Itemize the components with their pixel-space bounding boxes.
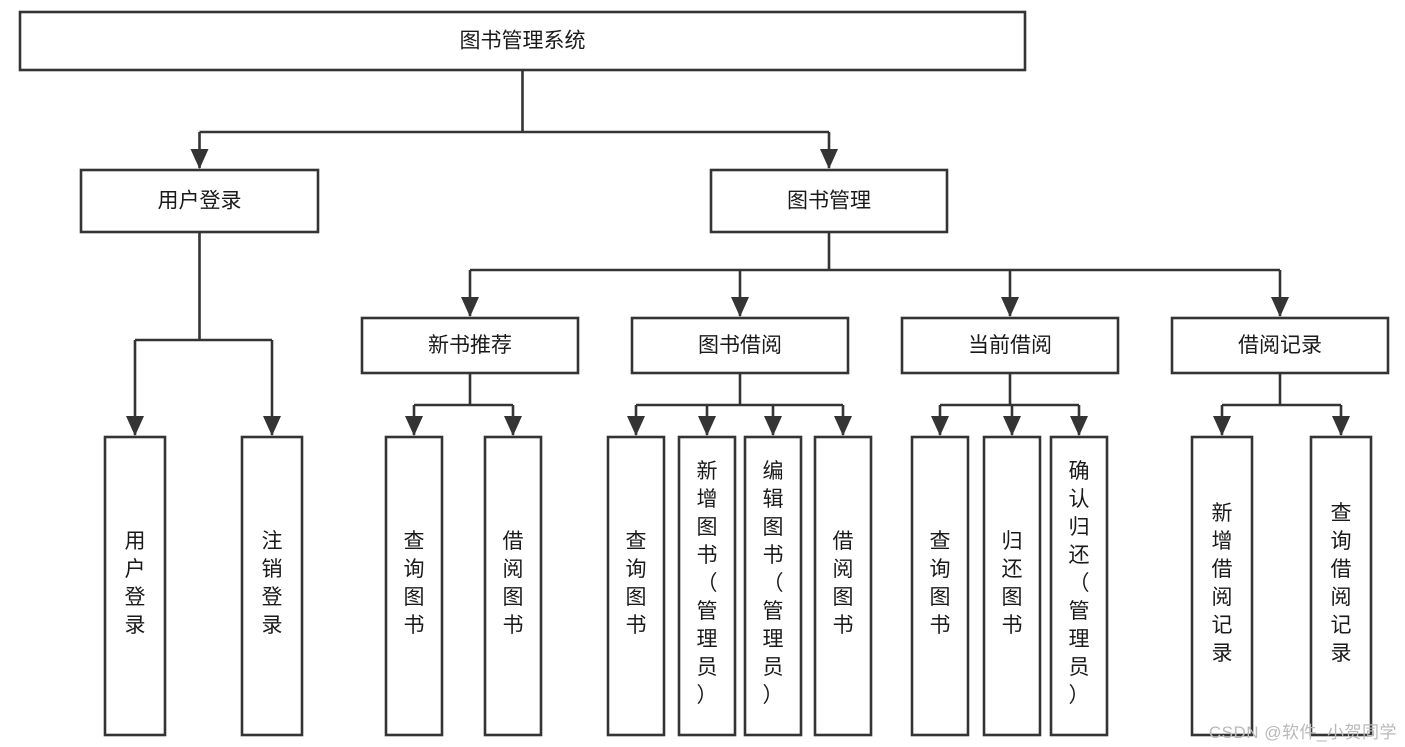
arrow-head-icon — [731, 297, 749, 317]
node-label: 借阅图书 — [833, 530, 854, 637]
node-box[interactable] — [103, 435, 167, 737]
node-box[interactable] — [743, 435, 803, 737]
node-box[interactable] — [910, 435, 970, 737]
arrow-head-icon — [764, 416, 782, 436]
node-leaf-0[interactable]: 用户登录 — [103, 435, 167, 737]
arrow-head-icon — [820, 149, 838, 169]
node-box[interactable] — [483, 435, 543, 737]
node-label: 用户登录 — [158, 190, 242, 213]
node-boxes: 图书管理系统用户登录图书管理新书推荐图书借阅当前借阅借阅记录用户登录注销登录查询… — [18, 10, 1390, 737]
node-label: 确认归还（管理员） — [1069, 460, 1090, 707]
node-level3-2[interactable]: 当前借阅 — [900, 316, 1120, 375]
node-leaf-2[interactable]: 查询图书 — [384, 435, 444, 737]
node-box[interactable] — [1049, 435, 1109, 737]
node-level3-1[interactable]: 图书借阅 — [630, 316, 850, 375]
node-box[interactable] — [240, 435, 304, 737]
node-leaf-8[interactable]: 查询图书 — [910, 435, 970, 737]
node-label: 查询借阅记录 — [1331, 502, 1352, 665]
arrow-head-icon — [263, 416, 281, 436]
arrow-head-icon — [1213, 416, 1231, 436]
node-label: 当前借阅 — [968, 334, 1052, 357]
node-box[interactable] — [1170, 316, 1390, 375]
node-leaf-6[interactable]: 编辑图书（管理员） — [743, 435, 803, 737]
node-box[interactable] — [677, 435, 737, 737]
node-leaf-11[interactable]: 新增借阅记录 — [1190, 435, 1254, 737]
node-level2-1[interactable]: 图书管理 — [709, 168, 949, 234]
node-leaf-12[interactable]: 查询借阅记录 — [1309, 435, 1373, 737]
node-box[interactable] — [982, 435, 1042, 737]
node-leaf-1[interactable]: 注销登录 — [240, 435, 304, 737]
node-box[interactable] — [813, 435, 873, 737]
node-box[interactable] — [630, 316, 850, 375]
node-leaf-4[interactable]: 查询图书 — [606, 435, 666, 737]
node-level3-0[interactable]: 新书推荐 — [360, 316, 580, 375]
node-box[interactable] — [384, 435, 444, 737]
node-label: 查询图书 — [404, 530, 425, 637]
node-label: 新增图书（管理员） — [697, 460, 718, 707]
node-box[interactable] — [900, 316, 1120, 375]
node-box[interactable] — [1309, 435, 1373, 737]
connector-lines — [126, 70, 1350, 436]
node-label: 查询图书 — [930, 530, 951, 637]
arrow-head-icon — [1003, 416, 1021, 436]
arrow-head-icon — [698, 416, 716, 436]
node-label: 用户登录 — [125, 530, 146, 637]
node-label: 借阅图书 — [503, 530, 524, 637]
node-label: 查询图书 — [626, 530, 647, 637]
arrow-head-icon — [931, 416, 949, 436]
node-leaf-3[interactable]: 借阅图书 — [483, 435, 543, 737]
node-box[interactable] — [18, 10, 1027, 72]
arrow-head-icon — [627, 416, 645, 436]
node-leaf-10[interactable]: 确认归还（管理员） — [1049, 435, 1109, 737]
arrow-head-icon — [1001, 297, 1019, 317]
node-box[interactable] — [79, 168, 320, 234]
node-label: 图书借阅 — [698, 334, 782, 357]
watermark-text: CSDN @软件_小贺同学 — [1208, 723, 1397, 742]
node-label: 新增借阅记录 — [1212, 502, 1233, 665]
arrow-head-icon — [1271, 297, 1289, 317]
node-label: 注销登录 — [262, 530, 283, 637]
node-label: 归还图书 — [1002, 530, 1023, 637]
node-box[interactable] — [606, 435, 666, 737]
node-leaf-5[interactable]: 新增图书（管理员） — [677, 435, 737, 737]
node-leaf-7[interactable]: 借阅图书 — [813, 435, 873, 737]
node-label: 图书管理系统 — [460, 30, 586, 53]
node-level3-3[interactable]: 借阅记录 — [1170, 316, 1390, 375]
node-label: 新书推荐 — [428, 334, 512, 357]
node-level2-0[interactable]: 用户登录 — [79, 168, 320, 234]
arrow-head-icon — [126, 416, 144, 436]
node-root-0[interactable]: 图书管理系统 — [18, 10, 1027, 72]
node-leaf-9[interactable]: 归还图书 — [982, 435, 1042, 737]
arrow-head-icon — [190, 149, 209, 169]
arrow-head-icon — [834, 416, 852, 436]
node-box[interactable] — [360, 316, 580, 375]
arrow-head-icon — [405, 416, 423, 436]
node-label: 图书管理 — [787, 190, 871, 213]
arrow-head-icon — [504, 416, 522, 436]
arrow-head-icon — [461, 297, 479, 317]
node-box[interactable] — [709, 168, 949, 234]
node-box[interactable] — [1190, 435, 1254, 737]
arrow-head-icon — [1332, 416, 1350, 436]
arrow-head-icon — [1070, 416, 1088, 436]
node-label: 编辑图书（管理员） — [763, 460, 784, 707]
node-label: 借阅记录 — [1238, 334, 1322, 357]
